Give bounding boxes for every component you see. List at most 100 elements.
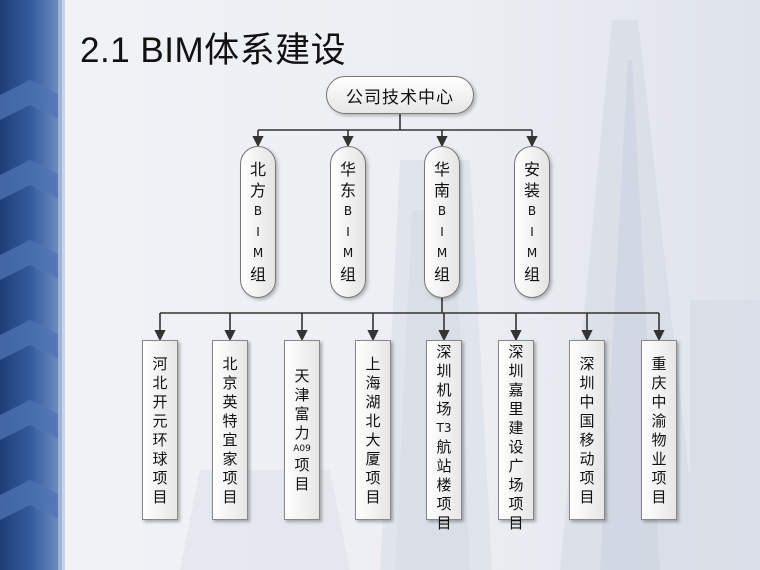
project-char: 设: [508, 438, 524, 456]
group-node-south: 华 南 B I M 组: [424, 146, 460, 298]
project-char: 目: [436, 514, 452, 532]
project-char: 环: [152, 431, 168, 449]
group-char: M: [342, 246, 354, 260]
project-char: 球: [152, 450, 168, 468]
project-char: 建: [508, 419, 524, 437]
group-char: I: [256, 225, 260, 239]
group-char: 安: [523, 160, 540, 179]
project-node-5: 深 圳 机 场 T3 航 站 楼 项 目: [426, 340, 462, 532]
project-char: 目: [222, 488, 238, 506]
project-char: 圳: [579, 374, 595, 392]
project-char: 开: [152, 393, 168, 411]
group-char: I: [440, 225, 444, 239]
group-char: B: [253, 204, 263, 218]
project-char: 中: [651, 393, 667, 411]
project-char: 物: [651, 431, 667, 449]
project-char: 海: [365, 374, 381, 392]
project-char: 站: [436, 457, 452, 475]
project-char: 湖: [365, 393, 381, 411]
project-char: 重: [651, 355, 667, 373]
project-char: 富: [294, 405, 310, 423]
project-char: 上: [365, 355, 381, 373]
project-char: 项: [436, 495, 452, 513]
project-char: 动: [579, 450, 595, 468]
project-char: 广: [508, 457, 524, 475]
group-char: 组: [523, 265, 540, 284]
group-char: 组: [433, 265, 450, 284]
project-char: 特: [222, 412, 238, 430]
group-char: 华: [433, 160, 450, 179]
group-char: 组: [249, 265, 266, 284]
project-char: 嘉: [508, 381, 524, 399]
project-char: 移: [579, 431, 595, 449]
group-char: M: [252, 246, 264, 260]
group-char: I: [346, 225, 350, 239]
project-char: 京: [222, 374, 238, 392]
group-node-install: 安 装 B I M 组: [514, 146, 550, 298]
project-char: 深: [436, 343, 452, 361]
project-char: T3: [436, 421, 452, 435]
project-node-6: 深 圳 嘉 里 建 设 广 场 项 目: [498, 340, 534, 532]
project-char: 家: [222, 450, 238, 468]
group-char: I: [530, 225, 534, 239]
group-char: 东: [339, 181, 356, 200]
project-char: 厦: [365, 450, 381, 468]
project-char: 力: [294, 424, 310, 442]
project-char: 天: [294, 367, 310, 385]
project-char: 中: [579, 393, 595, 411]
project-char: 英: [222, 393, 238, 411]
project-char: 目: [365, 488, 381, 506]
project-char: 目: [579, 488, 595, 506]
project-node-1: 河 北 开 元 环 球 项 目: [142, 340, 178, 520]
project-char: 里: [508, 400, 524, 418]
project-char: 北: [152, 374, 168, 392]
project-char: 项: [651, 469, 667, 487]
group-char: B: [343, 204, 353, 218]
project-node-3: 天 津 富 力 A09 项 目: [284, 340, 320, 520]
project-char: 渝: [651, 412, 667, 430]
left-band-pattern: [0, 80, 60, 520]
project-char: 项: [152, 469, 168, 487]
project-node-7: 深 圳 中 国 移 动 项 目: [569, 340, 605, 520]
project-char: 场: [508, 476, 524, 494]
project-char: 深: [579, 355, 595, 373]
project-char: 场: [436, 400, 452, 418]
project-char: 项: [222, 469, 238, 487]
project-char: 项: [294, 456, 310, 474]
project-char: 圳: [508, 362, 524, 380]
project-char: 航: [436, 438, 452, 456]
project-char: 项: [579, 469, 595, 487]
project-node-8: 重 庆 中 渝 物 业 项 目: [641, 340, 677, 520]
group-node-east: 华 东 B I M 组: [330, 146, 366, 298]
project-node-2: 北 京 英 特 宜 家 项 目: [212, 340, 248, 520]
slide-title: 2.1 BIM体系建设: [80, 31, 347, 70]
group-char: 华: [339, 160, 356, 179]
project-node-4: 上 海 湖 北 大 厦 项 目: [355, 340, 391, 520]
group-char: B: [437, 204, 447, 218]
root-node: 公司技术中心: [326, 76, 474, 114]
project-char: 目: [651, 488, 667, 506]
project-char: 津: [294, 386, 310, 404]
project-char: 目: [152, 488, 168, 506]
project-char: 北: [222, 355, 238, 373]
project-char: 庆: [651, 374, 667, 392]
group-char: B: [527, 204, 537, 218]
project-char: 深: [508, 343, 524, 361]
group-char: 组: [339, 265, 356, 284]
project-char: 河: [152, 355, 168, 373]
group-char: 北: [249, 160, 266, 179]
group-char: 装: [523, 181, 540, 200]
group-node-north: 北 方 B I M 组: [240, 146, 276, 298]
group-char: 南: [433, 181, 450, 200]
project-char: A09: [293, 444, 311, 454]
project-char: 圳: [436, 362, 452, 380]
project-char: 项: [365, 469, 381, 487]
group-char: 方: [249, 181, 266, 200]
project-char: 元: [152, 412, 168, 430]
project-char: 楼: [436, 476, 452, 494]
project-char: 业: [651, 450, 667, 468]
project-char: 大: [365, 431, 381, 449]
project-char: 国: [579, 412, 595, 430]
group-char: M: [436, 246, 448, 260]
